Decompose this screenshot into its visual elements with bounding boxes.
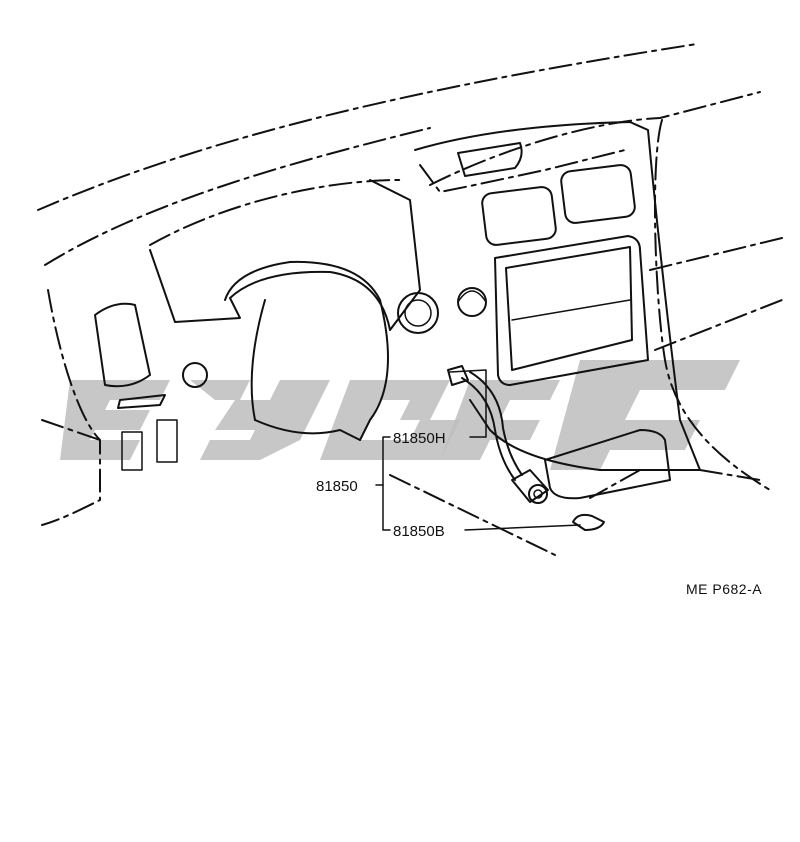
harness-81850 (389, 365, 605, 556)
callout-leaders (375, 369, 581, 531)
figure-code: ME P682-A (686, 581, 762, 597)
callout-81850h: 81850H (393, 430, 446, 447)
watermark-logo (60, 360, 740, 470)
callout-81850: 81850 (316, 478, 358, 495)
dashboard-outline (37, 43, 783, 526)
callout-81850b: 81850B (393, 523, 445, 540)
